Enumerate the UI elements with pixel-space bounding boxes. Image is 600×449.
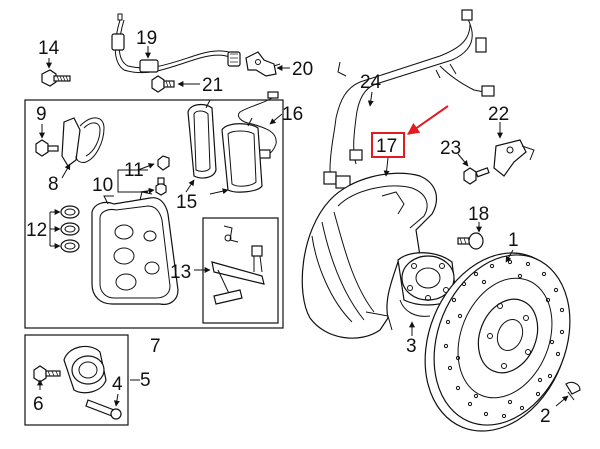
bolt-9	[35, 139, 59, 157]
callout-14: 14	[38, 38, 60, 59]
bolt-18	[457, 232, 484, 250]
stud-4	[85, 399, 122, 420]
callout-13: 13	[170, 262, 191, 283]
callout-8: 8	[48, 174, 59, 195]
callout-16: 16	[282, 104, 303, 125]
callout-9: 9	[36, 104, 47, 125]
callout-12: 12	[26, 220, 47, 241]
brake-rotor-1	[424, 252, 571, 432]
bearing-group-box	[24, 334, 129, 426]
wheel-hub-3	[397, 252, 457, 317]
bolt-14	[41, 69, 71, 87]
bolt-6	[33, 365, 61, 383]
highlight-arrow-17	[407, 105, 449, 135]
callout-2: 2	[540, 406, 551, 427]
callout-1: 1	[508, 230, 519, 251]
bleeder-screw-10	[155, 177, 167, 196]
splash-shield-17	[301, 172, 438, 339]
callout-21: 21	[202, 75, 223, 96]
callout-17: 17	[376, 136, 397, 157]
callout-7: 7	[150, 336, 161, 357]
bleeder-cap-11	[157, 155, 170, 171]
caliper-group-box	[24, 99, 284, 329]
callout-20: 20	[292, 59, 313, 80]
brake-caliper	[91, 191, 179, 305]
callout-11: 11	[124, 160, 144, 181]
brake-pads-15	[187, 99, 263, 193]
callout-19: 19	[136, 28, 157, 49]
bolt-23	[463, 167, 490, 185]
highlight-box-17	[371, 132, 405, 158]
banjo-bolt-21	[151, 75, 175, 93]
callout-23: 23	[440, 138, 461, 159]
rotor-drill-holes	[443, 259, 565, 419]
callout-5: 5	[140, 370, 151, 391]
spring-clip-8	[61, 117, 105, 167]
abs-sensor-22	[493, 139, 535, 177]
callout-18: 18	[468, 204, 489, 225]
callout-22: 22	[488, 104, 509, 125]
rotor-screw-2	[565, 381, 581, 401]
callout-3: 3	[406, 336, 417, 357]
callout-6: 6	[33, 394, 44, 415]
wheel-bearing	[63, 345, 107, 394]
bracket-20	[245, 51, 281, 77]
callout-4: 4	[112, 374, 123, 395]
callout-24: 24	[360, 72, 382, 93]
callout-10: 10	[92, 175, 113, 196]
abs-sensor-harness-24	[323, 9, 495, 189]
piston-seals-12	[60, 205, 80, 253]
hardware-kit-13	[211, 225, 265, 305]
brake-hose-19	[111, 13, 241, 74]
callout-15: 15	[176, 192, 197, 213]
